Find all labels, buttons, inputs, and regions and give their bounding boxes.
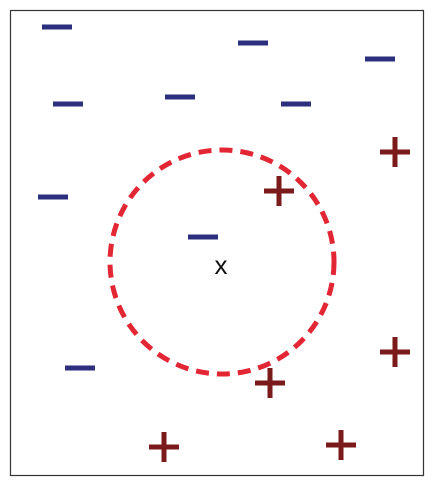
minus-point-1 — [42, 24, 72, 30]
minus-point-5 — [165, 94, 195, 100]
points-layer — [38, 24, 410, 462]
minus-symbol — [188, 234, 218, 240]
minus-symbol — [165, 94, 195, 100]
minus-point-8 — [65, 365, 95, 371]
plus-symbol-vertical — [392, 137, 398, 167]
plus-point-3 — [255, 368, 285, 398]
plus-point-1 — [380, 137, 410, 167]
plus-point-4 — [149, 432, 179, 462]
minus-point-3 — [365, 56, 395, 62]
plus-symbol-vertical — [161, 432, 167, 462]
minus-point-2 — [238, 40, 268, 46]
plus-symbol-vertical — [392, 337, 398, 367]
query-point-label: x — [215, 250, 228, 280]
diagram-frame — [9, 9, 425, 477]
neighborhood-circle — [107, 147, 337, 377]
minus-symbol — [53, 101, 83, 107]
minus-point-7 — [38, 194, 68, 200]
plus-symbol-vertical — [338, 430, 344, 460]
minus-symbol — [365, 56, 395, 62]
minus-point-4 — [53, 101, 83, 107]
plus-point-5 — [326, 430, 356, 460]
minus-point-6 — [281, 101, 311, 107]
plus-symbol-vertical — [276, 176, 282, 206]
minus-symbol — [281, 101, 311, 107]
minus-symbol — [65, 365, 95, 371]
minus-symbol — [38, 194, 68, 200]
plus-point-inside — [264, 176, 294, 206]
plus-symbol-vertical — [267, 368, 273, 398]
minus-point-inside — [188, 234, 218, 240]
plus-point-2 — [380, 337, 410, 367]
minus-symbol — [238, 40, 268, 46]
minus-symbol — [42, 24, 72, 30]
